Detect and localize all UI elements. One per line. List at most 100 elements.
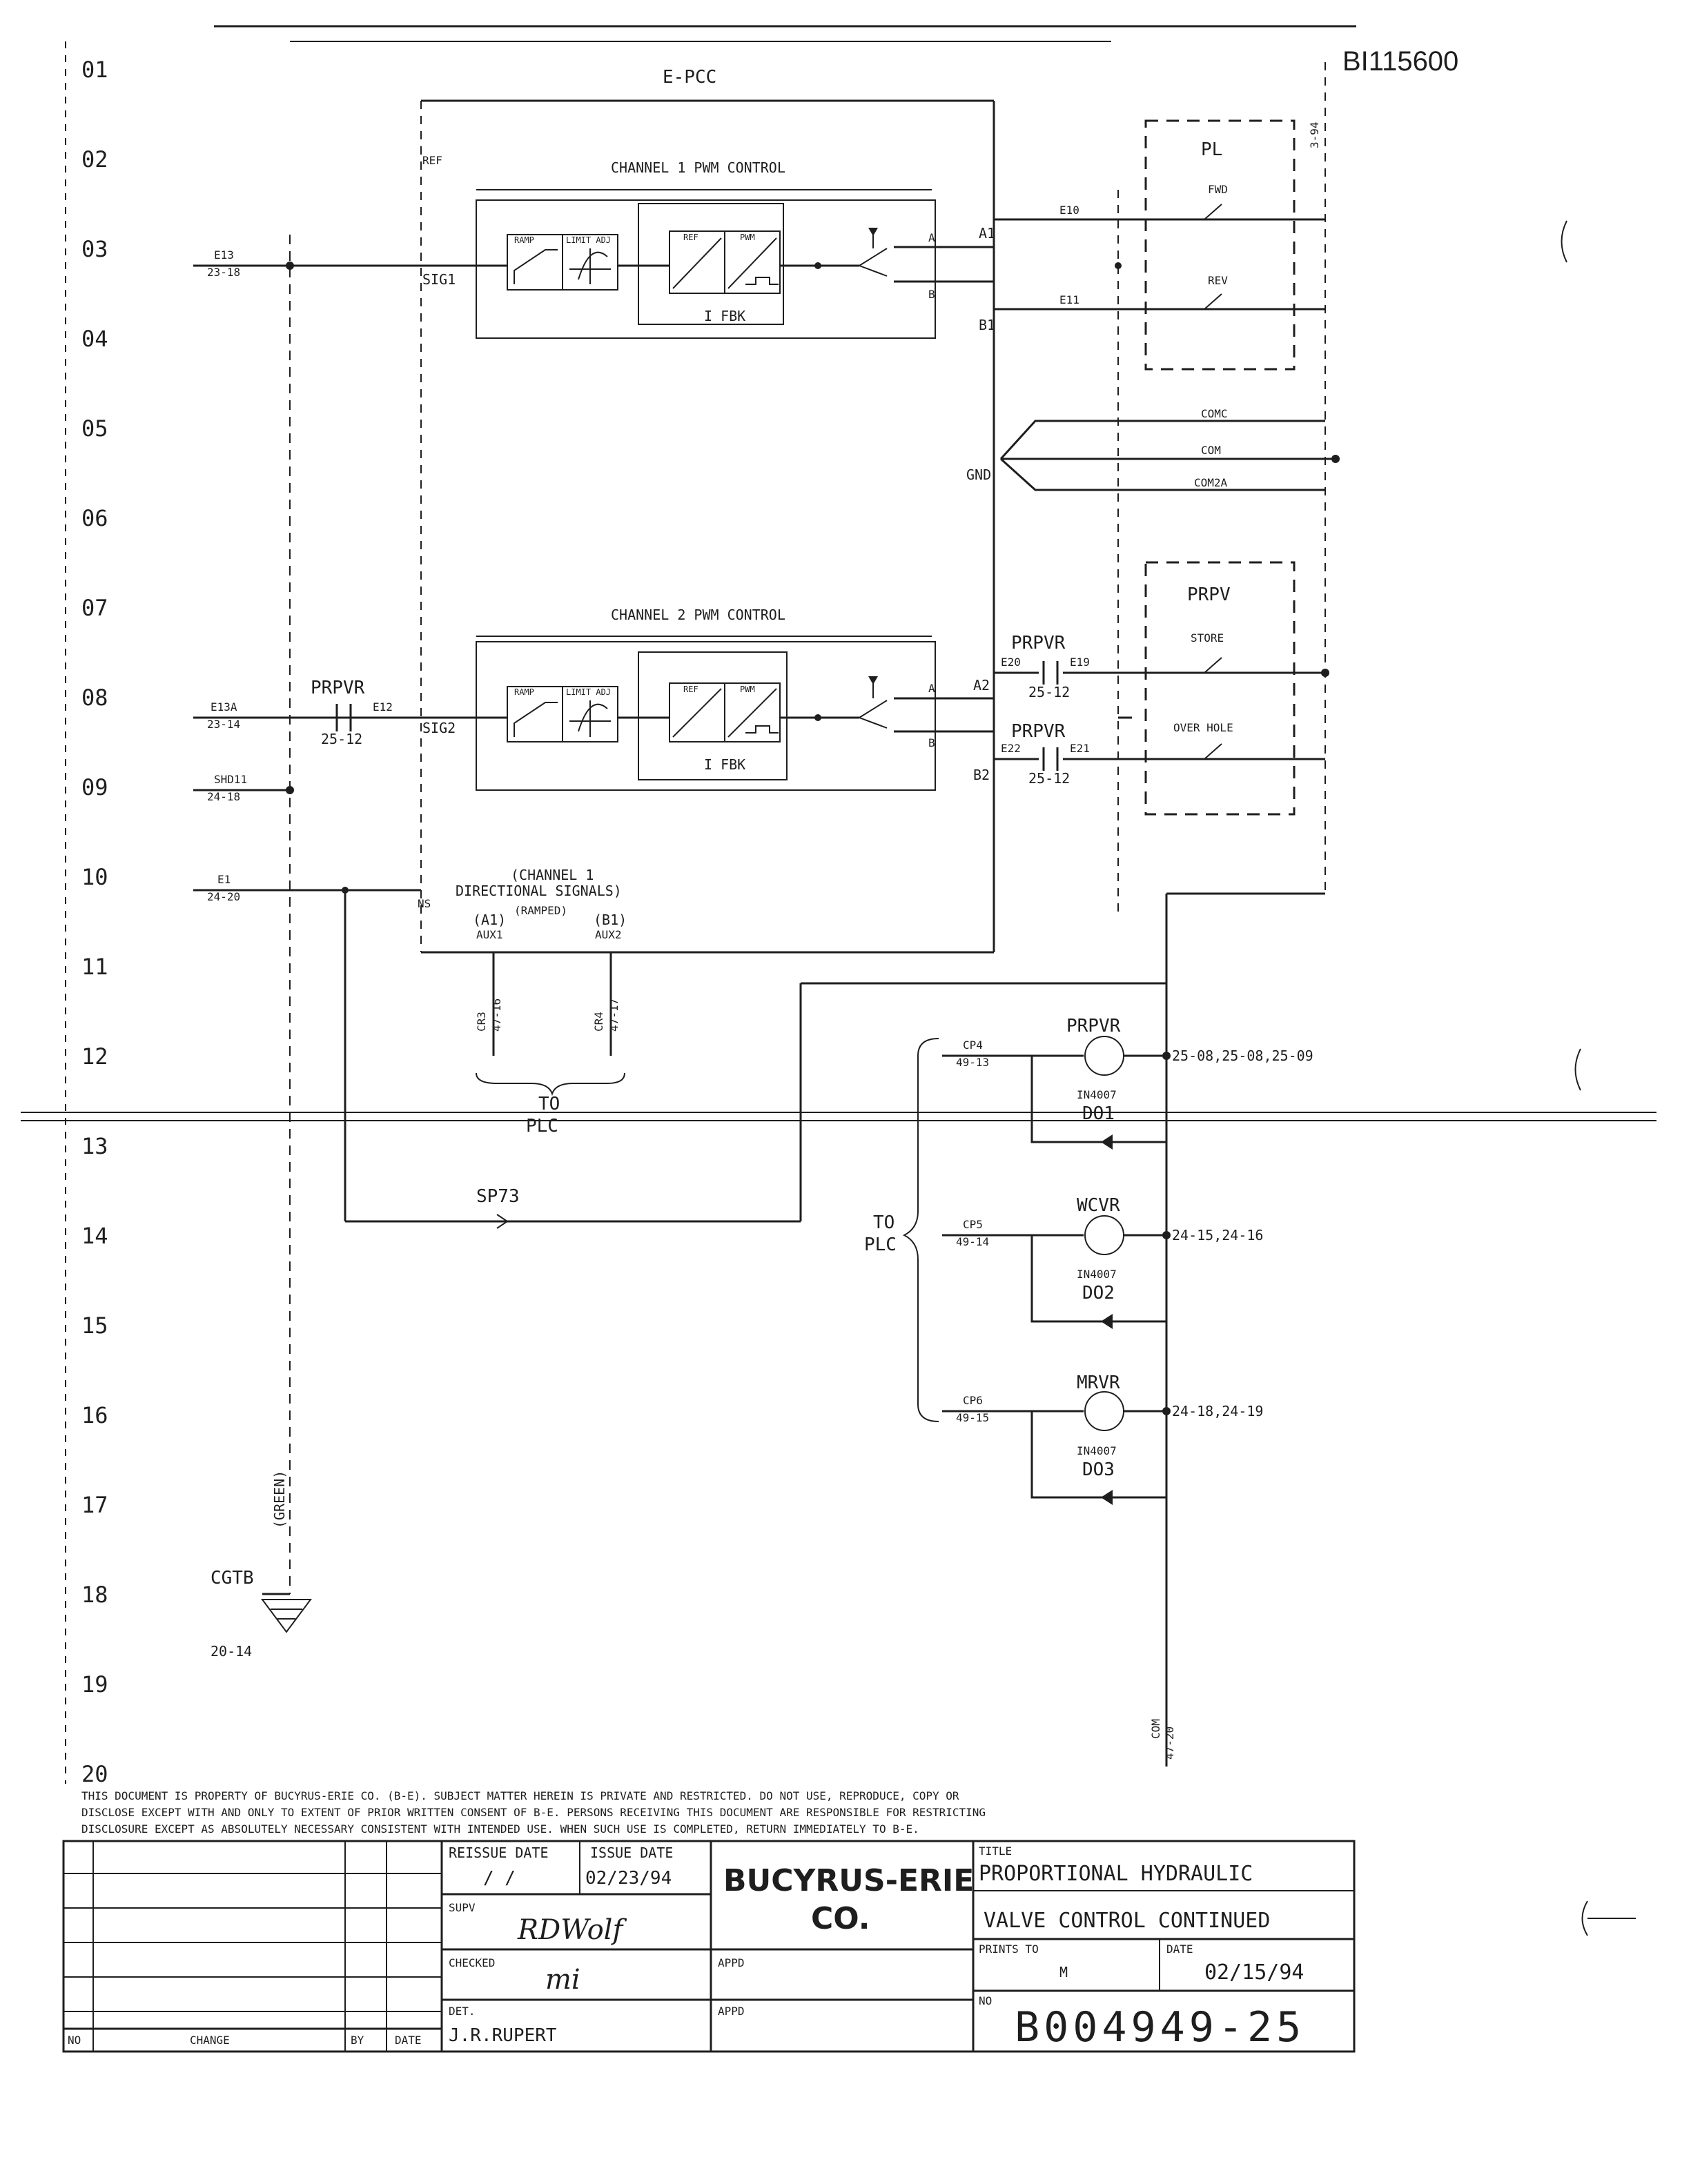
row-number: 06 bbox=[81, 505, 108, 531]
relay-diode: IN4007 bbox=[1077, 1088, 1117, 1101]
pwm-block-label: PWM bbox=[740, 685, 755, 694]
tb-title-label: TITLE bbox=[979, 1844, 1012, 1858]
row-number: 03 bbox=[81, 236, 108, 262]
epcc-enclosure: E-PCC REF bbox=[420, 67, 995, 954]
channel-1-pwm-control: CHANNEL 1 PWM CONTROL RAMP LIMIT ADJ REF… bbox=[193, 159, 1325, 339]
prpvr-contact-store: PRPVR E20 E19 25-12 bbox=[994, 633, 1329, 700]
dir-line2: DIRECTIONAL SIGNALS) bbox=[456, 883, 622, 899]
relay-diode: IN4007 bbox=[1077, 1444, 1117, 1457]
e1-wire: E1 24-20 NS SP73 bbox=[193, 873, 1166, 1229]
row-number: 12 bbox=[81, 1043, 108, 1070]
row-number: 14 bbox=[81, 1223, 108, 1249]
feedback-label: I FBK bbox=[704, 756, 745, 773]
tb-change: CHANGE bbox=[190, 2034, 230, 2047]
tb-det-label: DET. bbox=[449, 2005, 476, 2018]
ramp-label: RAMP bbox=[514, 687, 534, 697]
out-b: B bbox=[928, 736, 935, 749]
to-plc-to: TO bbox=[873, 1212, 895, 1233]
relay-cp-ref: 49-15 bbox=[956, 1411, 989, 1424]
feedback-label: I FBK bbox=[704, 308, 745, 324]
cr3-ref: 47-16 bbox=[490, 998, 503, 1032]
row-number: 09 bbox=[81, 774, 108, 800]
contact-a-label: PRPVR bbox=[1011, 633, 1066, 653]
dir-aux1: AUX1 bbox=[476, 928, 503, 941]
tb-prints-to-label: PRINTS TO bbox=[979, 1942, 1039, 1956]
prpvr-contact-over-hole: PRPVR E22 E21 25-12 bbox=[994, 721, 1325, 787]
notice-line: DISCLOSE EXCEPT WITH AND ONLY TO EXTENT … bbox=[81, 1806, 986, 1819]
out-a: A bbox=[928, 682, 935, 695]
channel-1-term-b: B1 bbox=[979, 317, 995, 333]
dir-b1: (B1) bbox=[594, 912, 627, 928]
relay-cp: CP6 bbox=[963, 1394, 983, 1407]
cr4-label: CR4 bbox=[592, 1012, 605, 1032]
document-id: BI115600 bbox=[1342, 46, 1458, 77]
row-numbers: 01 02 03 04 05 06 07 08 09 10 11 12 13 1… bbox=[81, 57, 108, 1787]
tb-checked-label: CHECKED bbox=[449, 1956, 495, 1969]
store-label: STORE bbox=[1191, 631, 1224, 645]
tb-appd2-label: APPD bbox=[718, 2005, 745, 2018]
dir-to: TO bbox=[538, 1094, 560, 1114]
pl-solenoid-box: PL FWD REV bbox=[1115, 62, 1326, 918]
tb-by: BY bbox=[351, 2034, 364, 2047]
tb-no: NO bbox=[68, 2034, 81, 2047]
cr4-ref: 47-17 bbox=[607, 998, 620, 1032]
contact-b-label: PRPVR bbox=[1011, 721, 1066, 742]
com-right-ref: 47-20 bbox=[1163, 1726, 1176, 1760]
relay-coil: MRVR bbox=[1077, 1373, 1120, 1393]
e1-ref: 24-20 bbox=[207, 890, 240, 903]
ref-block-label: REF bbox=[683, 685, 698, 694]
bus-label: E-PCC bbox=[663, 67, 716, 88]
channel-2-term-b: B2 bbox=[973, 767, 990, 783]
row-number: 13 bbox=[81, 1133, 108, 1159]
tb-drawing-number: B004949-25 bbox=[1015, 2003, 1305, 2052]
relay-refs: 24-18,24-19 bbox=[1172, 1403, 1263, 1419]
tb-appd-label: APPD bbox=[718, 1956, 745, 1969]
tb-date-value: 02/15/94 bbox=[1204, 1960, 1304, 1985]
ramp-label: RAMP bbox=[514, 235, 534, 245]
relay-cp-ref: 49-13 bbox=[956, 1056, 989, 1069]
cgtb-ground: CGTB 20-14 bbox=[211, 1568, 312, 1660]
com: COM bbox=[1201, 444, 1221, 457]
tb-company-1: BUCYRUS-ERIE bbox=[723, 1863, 974, 1898]
channel-1-wire-in-ref: 23-18 bbox=[207, 266, 240, 279]
e1-label: E1 bbox=[217, 873, 231, 886]
contact-b-wire2: E21 bbox=[1070, 742, 1090, 755]
tb-issue-label: ISSUE DATE bbox=[590, 1844, 673, 1861]
row-number: 15 bbox=[81, 1312, 108, 1339]
tb-issue-value: 02/23/94 bbox=[585, 1868, 672, 1889]
row-number: 07 bbox=[81, 595, 108, 621]
rev-label: REV bbox=[1208, 274, 1228, 287]
wire-fwd: E10 bbox=[1059, 204, 1079, 217]
channel-2-contact-ref: 25-12 bbox=[321, 731, 362, 747]
prpv-label: PRPV bbox=[1187, 584, 1231, 605]
title-block: NO CHANGE BY DATE REISSUE DATE / / ISSUE… bbox=[62, 1840, 1356, 2053]
channel-2-pwm-control: CHANNEL 2 PWM CONTROL RAMP LIMIT ADJ REF… bbox=[193, 607, 994, 791]
pl-label: PL bbox=[1201, 139, 1222, 160]
row-number: 02 bbox=[81, 146, 108, 173]
relay-refs: 25-08,25-08,25-09 bbox=[1172, 1047, 1313, 1064]
row-number: 20 bbox=[81, 1761, 108, 1787]
tb-date-label: DATE bbox=[1166, 1942, 1193, 1956]
ground-wire-color: (GREEN) bbox=[271, 1470, 288, 1528]
relay-diode: IN4007 bbox=[1077, 1268, 1117, 1281]
ref-label: REF bbox=[422, 154, 442, 167]
relay-refs: 24-15,24-16 bbox=[1172, 1227, 1263, 1243]
row-number: 01 bbox=[81, 57, 108, 83]
channel-1-title: CHANNEL 1 PWM CONTROL bbox=[611, 159, 785, 176]
prpv-solenoid-box: PRPV STORE OVER HOLE bbox=[1118, 561, 1296, 816]
shd-wire: SHD11 bbox=[214, 773, 247, 786]
contact-a-ref: 25-12 bbox=[1028, 684, 1070, 700]
relay-rung-2: CP5 49-14 WCVR 24-15,24-16 IN4007 DO2 bbox=[942, 1195, 1263, 1329]
com-2a: COM2A bbox=[1194, 476, 1228, 489]
relay-cp: CP4 bbox=[963, 1039, 983, 1052]
tb-checked-signature: mi bbox=[545, 1964, 580, 1996]
relay-tag: DO2 bbox=[1082, 1283, 1115, 1303]
out-b: B bbox=[928, 288, 935, 301]
channel-2-wire-in-ref: 23-14 bbox=[207, 718, 240, 731]
row-number: 17 bbox=[81, 1492, 108, 1518]
com-c: COMC bbox=[1201, 407, 1228, 420]
gnd-label: GND bbox=[966, 466, 991, 483]
shd-ref: 24-18 bbox=[207, 790, 240, 803]
row-number: 10 bbox=[81, 864, 108, 890]
tb-company-2: CO. bbox=[811, 1901, 870, 1936]
